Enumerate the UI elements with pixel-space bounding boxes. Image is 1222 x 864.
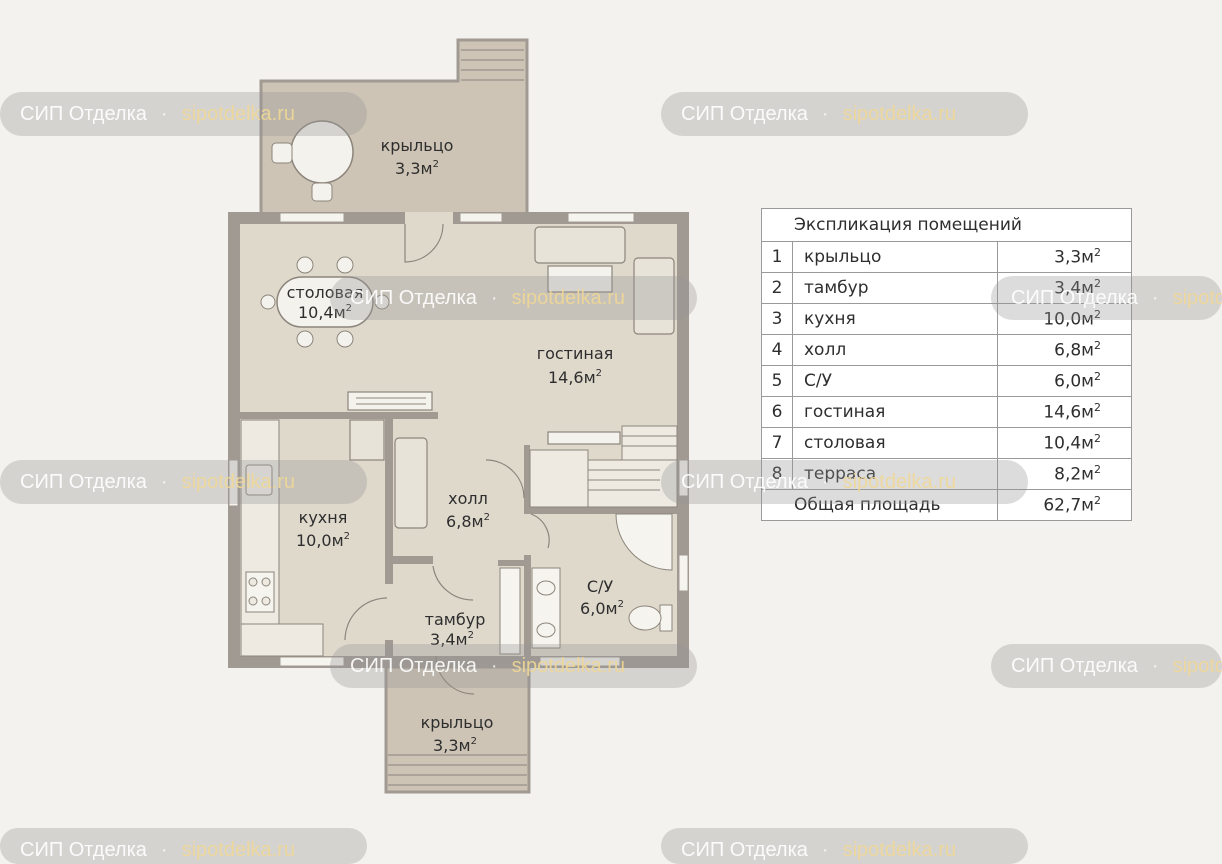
vestibule-area-label: 3,4м2 <box>430 630 474 649</box>
room-name: С/У <box>792 365 998 397</box>
room-name: тамбур <box>792 272 998 304</box>
room-name: столовая <box>792 427 998 459</box>
dining-name-label: столовая <box>287 283 364 302</box>
hall-name-label: холл <box>448 489 488 508</box>
room-num: 2 <box>761 272 793 304</box>
room-num: 3 <box>761 303 793 335</box>
bath-area-label: 6,0м2 <box>580 599 624 618</box>
porch-top <box>259 38 529 216</box>
watermark: СИП Отделка·sipotdelka.ru <box>661 92 1028 136</box>
room-area: 3,4м2 <box>997 272 1132 304</box>
kitchen-area-label: 10,0м2 <box>296 531 350 550</box>
room-area: 14,6м2 <box>997 396 1132 428</box>
living-name-label: гостиная <box>537 344 614 363</box>
room-num: 7 <box>761 427 793 459</box>
porch-top-name-label: крыльцо <box>381 136 454 155</box>
room-area: 6,8м2 <box>997 334 1132 366</box>
watermark: СИП Отделка·sipotdelka.ru <box>991 276 1222 320</box>
room-area: 6,0м2 <box>997 365 1132 397</box>
watermark: СИП Отделка·sipotdelka.ru <box>0 92 367 136</box>
dining-area-label: 10,4м2 <box>298 303 352 322</box>
porch-bottom <box>384 665 531 794</box>
room-name: гостиная <box>792 396 998 428</box>
room-num: 4 <box>761 334 793 366</box>
room-num: 1 <box>761 241 793 273</box>
watermark: СИП Отделка·sipotdelka.ru <box>0 828 367 864</box>
porch-bottom-area-label: 3,3м2 <box>433 736 477 755</box>
watermark: СИП Отделка·sipotdelka.ru <box>661 828 1028 864</box>
total-label: Общая площадь <box>761 489 998 521</box>
bathroom-fixtures <box>499 513 673 655</box>
dining-table <box>260 256 390 348</box>
room-labels: крыльцо 3,3м2 столовая 10,4м2 гостиная 1… <box>287 136 624 755</box>
room-num: 6 <box>761 396 793 428</box>
room-num: 5 <box>761 365 793 397</box>
room-name: крыльцо <box>792 241 998 273</box>
kitchen-units <box>240 419 324 657</box>
room-area: 10,0м2 <box>997 303 1132 335</box>
room-area: 3,3м2 <box>997 241 1132 273</box>
total-row: Общая площадь 62,7м2 <box>761 489 1132 521</box>
watermark: СИП Отделка·sipotdelka.ru <box>0 460 367 504</box>
room-area: 10,4м2 <box>997 427 1132 459</box>
room-name: кухня <box>792 303 998 335</box>
explication-title-row: Экспликация помещений <box>761 208 1132 242</box>
watermark: СИП Отделка·sipotdelka.ru <box>330 644 697 688</box>
stairs <box>529 425 678 508</box>
watermark: СИП Отделка·sipotdelka.ru <box>330 276 697 320</box>
living-furniture <box>347 226 675 529</box>
living-area-label: 14,6м2 <box>548 368 602 387</box>
room-num: 8 <box>761 458 793 490</box>
total-area: 62,7м2 <box>997 489 1132 521</box>
room-name: холл <box>792 334 998 366</box>
house <box>228 212 689 695</box>
watermark: СИП Отделка·sipotdelka.ru <box>991 644 1222 688</box>
porch-top-area-label: 3,3м2 <box>395 159 439 178</box>
bath-name-label: С/У <box>587 577 614 596</box>
porch-bottom-name-label: крыльцо <box>421 713 494 732</box>
watermark: СИП Отделка·sipotdelka.ru <box>661 460 1028 504</box>
room-name: терраса <box>792 458 998 490</box>
kitchen-name-label: кухня <box>299 508 348 527</box>
hall-area-label: 6,8м2 <box>446 512 490 531</box>
vestibule-name-label: тамбур <box>425 610 486 629</box>
explication-title: Экспликация помещений <box>761 208 1132 242</box>
